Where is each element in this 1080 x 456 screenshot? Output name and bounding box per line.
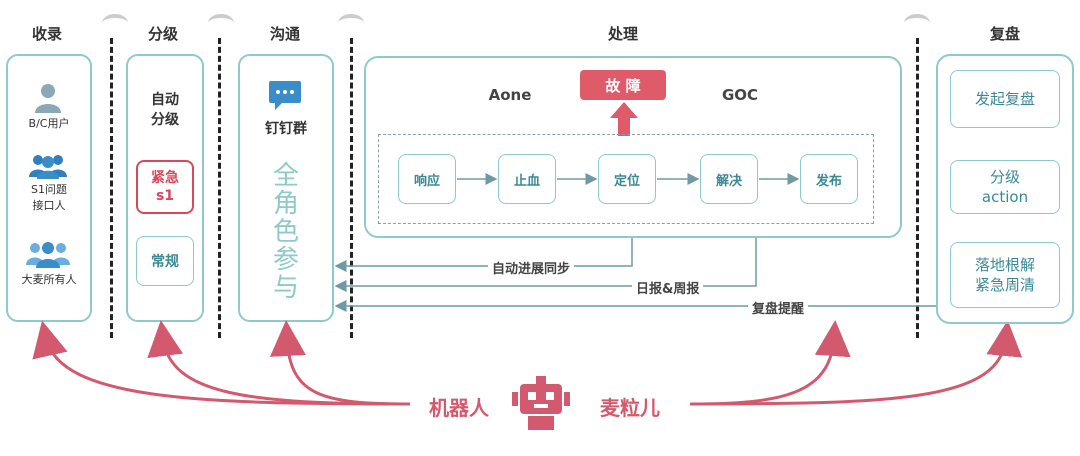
steps-frame (378, 134, 874, 224)
start-review-label: 发起复盘 (974, 90, 1035, 108)
up-arrow-icon (610, 102, 638, 136)
review-reminder-label: 复盘提醒 (748, 298, 809, 317)
urgent-s1-label: 紧急 s1 (151, 170, 179, 204)
single-user-icon (35, 84, 61, 113)
auto-sync-label: 自动进展同步 (488, 258, 575, 277)
user-label: S1问题 接口人 (31, 183, 67, 212)
separator-arc (904, 14, 930, 32)
fault-box[interactable]: 故 障 (580, 70, 666, 100)
step-locate[interactable]: 定位 (598, 154, 656, 204)
separator-arc (338, 14, 364, 32)
step-release[interactable]: 发布 (800, 154, 858, 204)
header-collect: 收录 (31, 25, 62, 43)
header-communicate: 沟通 (269, 25, 300, 43)
daily-weekly-label: 日报&周报 (632, 278, 704, 297)
landing-box[interactable]: 落地根解 紧急周清 (950, 242, 1060, 308)
all-roles-label: 全角色参与 (272, 161, 299, 303)
separator-arc (102, 14, 128, 32)
user-crowd-icon (26, 242, 70, 268)
user-label: B/C用户 (28, 117, 70, 130)
auto-grade-label: 自动 分级 (151, 92, 179, 128)
goc-label: GOC (721, 86, 759, 104)
step-label: 发布 (815, 173, 842, 189)
step-respond[interactable]: 响应 (398, 154, 456, 204)
separator-line (350, 38, 353, 338)
separator-line (916, 38, 919, 338)
normal-box[interactable]: 常规 (136, 236, 194, 286)
header-handle: 处理 (607, 25, 638, 43)
collect-panel (6, 54, 92, 322)
chat-bubble-icon (269, 81, 301, 110)
separator-arc (208, 14, 234, 32)
step-resolve[interactable]: 解决 (700, 154, 758, 204)
separator-line (218, 38, 221, 338)
step-label: 止血 (513, 173, 540, 189)
dingtalk-group-label: 钉钉群 (265, 121, 307, 137)
aone-label: Aone (488, 86, 532, 104)
fault-label: 故 障 (605, 76, 641, 95)
user-group-icon (29, 155, 67, 179)
robot-left-label: 机器人 (429, 396, 489, 420)
grade-action-label: 分级 action (981, 168, 1029, 206)
robot-right-label: 麦粒儿 (600, 396, 660, 420)
robot-icon (512, 376, 570, 430)
separator-line (110, 38, 113, 338)
normal-label: 常规 (151, 254, 179, 270)
step-stop-bleeding[interactable]: 止血 (498, 154, 556, 204)
user-label: 大麦所有人 (21, 273, 77, 286)
step-label: 响应 (413, 173, 440, 189)
urgent-s1-box[interactable]: 紧急 s1 (136, 160, 194, 214)
header-grade: 分级 (147, 25, 178, 43)
header-review: 复盘 (989, 25, 1020, 43)
start-review-box[interactable]: 发起复盘 (950, 70, 1060, 128)
landing-label: 落地根解 紧急周清 (974, 256, 1035, 294)
step-label: 定位 (613, 173, 640, 189)
step-label: 解决 (715, 173, 742, 189)
grade-action-box[interactable]: 分级 action (950, 160, 1060, 214)
